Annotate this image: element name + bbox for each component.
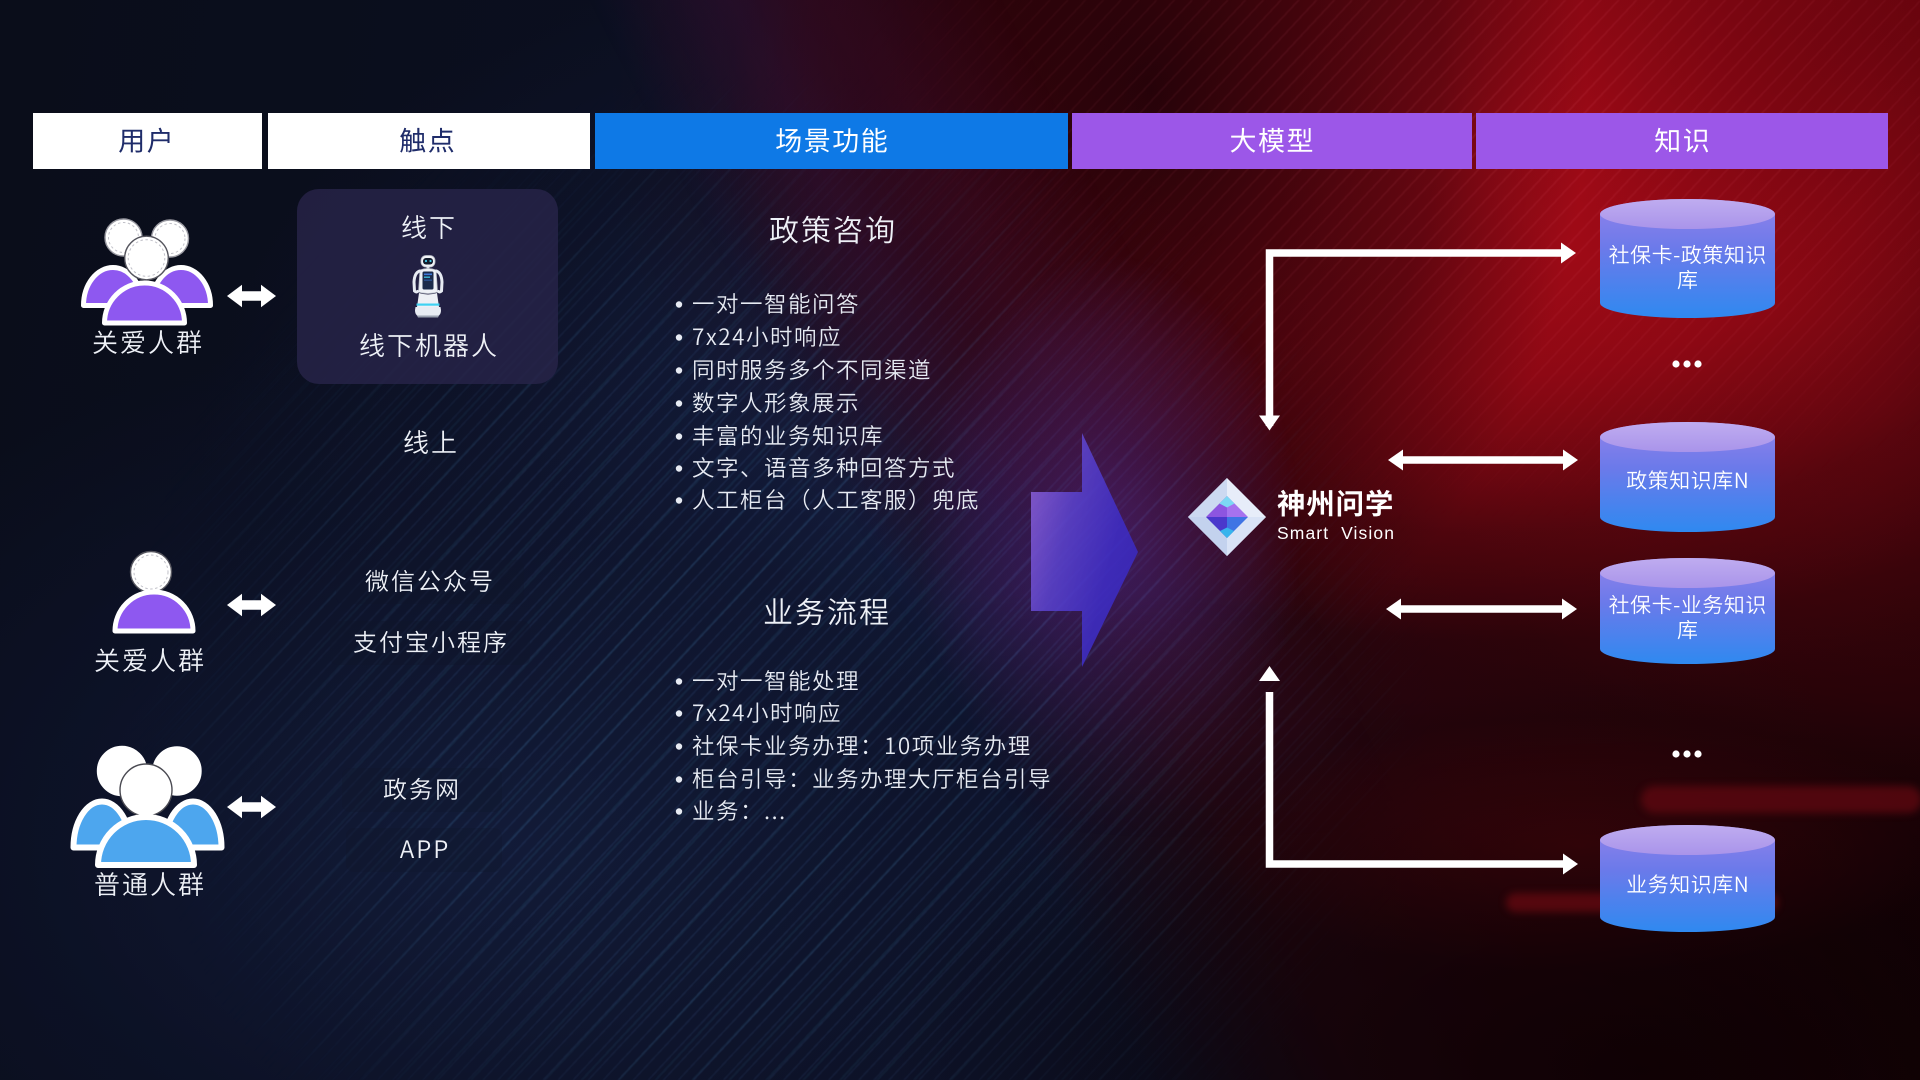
svg-text:Smart Vision: Smart Vision [1277, 523, 1395, 543]
